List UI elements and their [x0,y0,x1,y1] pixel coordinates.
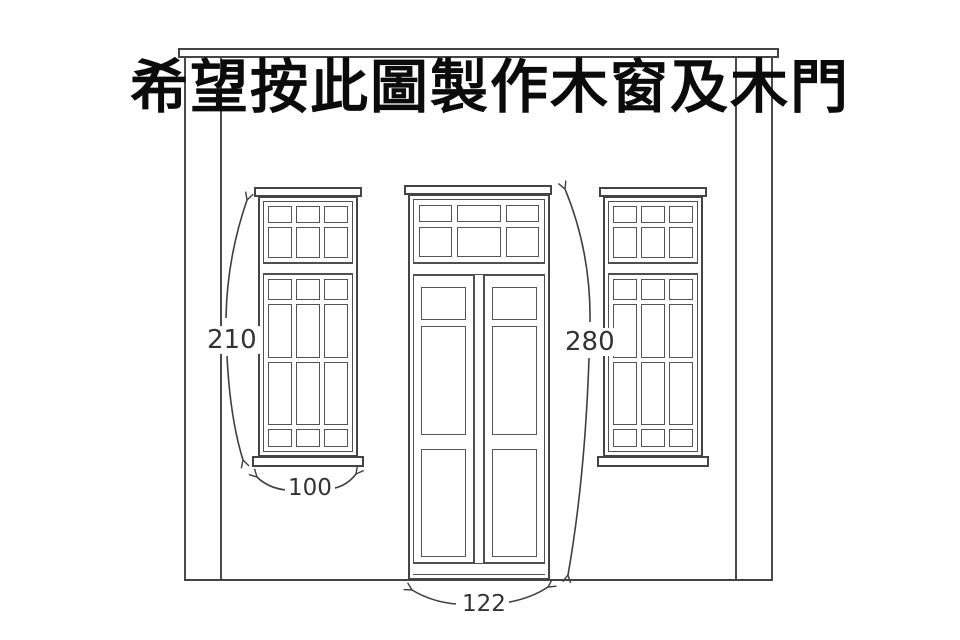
door-bottom-rail [413,563,545,575]
window-pane [324,279,348,300]
window-pane [268,227,292,258]
transom-pane [506,227,539,257]
window-pane [669,304,693,358]
door-leaf-left [413,275,474,563]
door-width-dimension: 122 [459,592,509,617]
door-cap [404,185,552,195]
transom-pane [419,227,452,257]
window-pane [268,361,292,425]
upper-sash [608,201,698,263]
window-pane [268,429,292,447]
door-panel [492,449,537,557]
left-window [258,196,358,457]
right-window [603,196,703,457]
window-pane [613,279,637,300]
window-pane [268,304,292,358]
door-width-arc-right [503,587,548,604]
door-height-dimension: 280 [562,328,618,356]
window-pane [324,304,348,358]
door-panel [492,287,537,320]
lower-sash [608,274,698,452]
window-pane [669,429,693,447]
window-pane [641,279,665,300]
transom-rail [413,263,545,275]
window-pane [324,361,348,425]
right-pillar [735,57,773,581]
window-pane [324,227,348,258]
left-pillar [184,57,222,581]
window-pane [296,279,320,300]
door-transom [413,199,545,263]
window-height-arc-bottom [226,355,243,460]
window-pane [296,304,320,358]
window-pane [324,429,348,447]
window-middle-rail [608,263,698,274]
window-pane [669,279,693,300]
center-stile [474,275,484,563]
window-height-arc-top [225,200,247,319]
window-pane [296,227,320,258]
door-panel [421,287,466,320]
door-leaves [413,275,545,563]
transom-pane [506,205,539,222]
window-pane [641,227,665,258]
window-pane [613,429,637,447]
door-leaf-right [484,275,545,563]
window-pane [268,206,292,223]
window-height-dimension: 210 [204,326,260,354]
right-window-cap [599,187,707,197]
upper-sash [263,201,353,263]
window-pane [613,206,637,223]
ground-line [184,579,772,581]
window-pane [669,227,693,258]
lower-sash [263,274,353,452]
transom-pane [456,205,502,222]
window-pane [613,227,637,258]
window-pane [641,361,665,425]
door-panel [492,326,537,435]
window-pane [324,206,348,223]
window-pane [296,361,320,425]
transom-pane [419,205,452,222]
window-pane [669,361,693,425]
door-height-arc-bottom [568,357,590,575]
left-window-sill [252,456,364,467]
left-window-cap [254,187,362,197]
window-pane [641,304,665,358]
window-width-dimension: 100 [285,476,335,501]
window-pane [669,206,693,223]
window-pane [296,429,320,447]
caption-text: 希望按此圖製作木窗及木門 [129,53,850,121]
window-pane [268,279,292,300]
door [408,194,550,580]
window-middle-rail [263,263,353,274]
door-height-arc-top [565,189,591,323]
window-pane [641,429,665,447]
door-panel [421,449,466,557]
door-width-arc-left [412,590,457,605]
top-beam [178,48,779,58]
window-pane [641,206,665,223]
window-width-arc-left [257,477,287,491]
right-window-sill [597,456,709,467]
window-pane [613,361,637,425]
door-panel [421,326,466,435]
window-pane [296,206,320,223]
transom-pane [456,227,502,257]
